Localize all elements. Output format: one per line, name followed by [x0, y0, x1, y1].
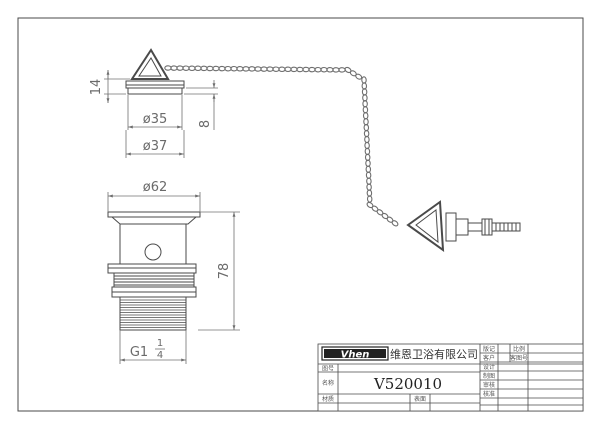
label-scale: 比例	[513, 345, 525, 353]
dim-thread-label: G1	[130, 345, 148, 360]
dim-height-top	[104, 70, 130, 103]
plug-stopper-view	[125, 48, 185, 95]
dim-height-body	[198, 211, 240, 331]
dim-d62-label: ø62	[143, 180, 168, 195]
chain-bead	[386, 216, 394, 223]
label-approve: 核准	[483, 390, 495, 398]
label-review: 审核	[483, 381, 495, 389]
chain-bead	[381, 212, 389, 220]
dim-d35	[127, 95, 183, 130]
dim-thread	[119, 330, 187, 364]
vhen-logo: Vhen	[341, 350, 370, 361]
sheet-border	[17, 17, 584, 412]
bead-chain	[164, 65, 399, 227]
company-name: 维恩卫浴有限公司	[390, 347, 478, 361]
vhen-logo-fill	[324, 349, 386, 358]
thread-lines	[120, 299, 186, 328]
label-client: 客户	[483, 354, 495, 362]
chain-bead	[371, 205, 379, 212]
dim-d37	[125, 130, 185, 158]
dim-thread-numerator: 1	[157, 338, 163, 349]
label-draft: 制图	[483, 372, 495, 380]
label-client-no: 客图号	[510, 354, 528, 362]
chain-bead	[366, 201, 374, 209]
label-drawing-no: 图号	[322, 366, 334, 373]
label-surface: 表面	[414, 395, 426, 403]
dim-gap-label: 8	[198, 120, 213, 128]
label-name: 名称	[322, 379, 334, 387]
dim-d62	[107, 192, 201, 212]
label-material: 材质	[322, 395, 334, 403]
dim-d37-label: ø37	[143, 139, 168, 154]
chain-bead	[376, 209, 384, 216]
chain-bead	[391, 220, 399, 227]
dim-d35-label: ø35	[143, 112, 168, 127]
dim-thread-denominator: 4	[157, 350, 163, 361]
chain-anchor-fitting	[406, 200, 521, 253]
dim-height-body-label: 78	[217, 263, 232, 280]
dim-gap	[184, 80, 218, 130]
label-version: 版记	[483, 345, 495, 353]
model-number: V520010	[373, 375, 442, 393]
dim-height-top-label: 14	[89, 79, 104, 96]
label-design: 设计	[483, 363, 495, 371]
